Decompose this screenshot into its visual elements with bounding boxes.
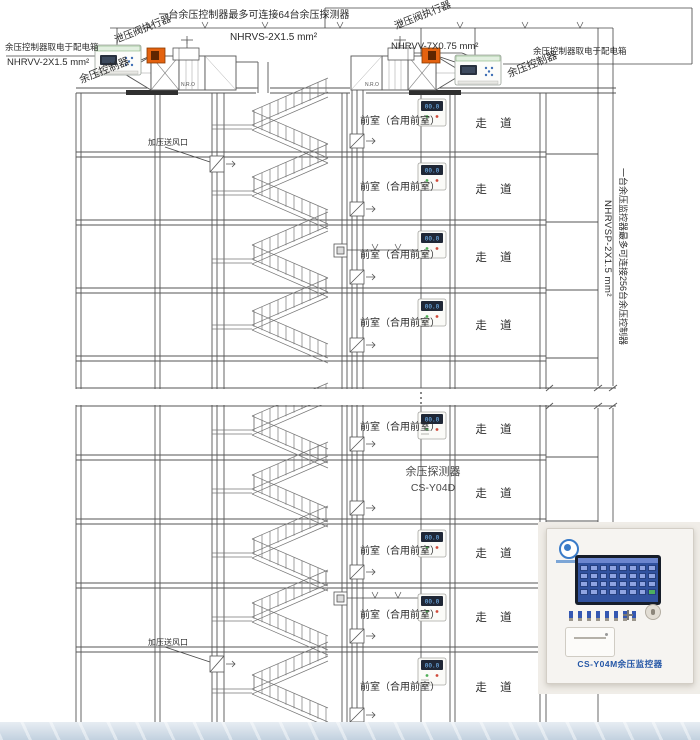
stair-vent-label-upper: 加压送风口 [148, 138, 188, 147]
corridor-label: 走 道 [475, 548, 517, 560]
riser-note-label: 一台余压监控器最多可连接256台余压控制器 [618, 168, 628, 346]
front-room-label: 前室（合用前室） [360, 318, 440, 329]
front-room-label: 前室（合用前室） [360, 682, 440, 693]
front-room-label: 前室（合用前室） [360, 422, 440, 433]
front-room-label: 前室（合用前室） [360, 116, 440, 127]
building-walls [75, 61, 547, 726]
stairwell-vents [209, 155, 225, 673]
front-room-label: 前室（合用前室） [360, 610, 440, 621]
riser-cable-label: NHRVSP-2X1.5 mm² [602, 200, 613, 298]
nro-right-label: N.R.O [365, 82, 379, 88]
left-power-cable-label: NHRVV-2X1.5 mm² [7, 57, 90, 68]
corridor-label: 走 道 [475, 320, 517, 332]
nro-left-label: N.R.O [181, 82, 195, 88]
corridor-label: 走 道 [475, 184, 517, 196]
note-max-64-detectors: 一台余压控制器最多可连接64台余压探测器 [158, 10, 350, 21]
bottom-photo-band [0, 722, 700, 740]
cabinet-lock-icon [645, 604, 661, 620]
corridor-label: 走 道 [475, 118, 517, 130]
right-cable-label: NHRVV-7X0.75 mm² [391, 41, 479, 52]
corridor-label: 走 道 [475, 682, 517, 694]
left-power-note: 余压控制器取电于配电箱 [5, 42, 99, 52]
front-room-label: 前室（合用前室） [360, 250, 440, 261]
monitor-screen [575, 555, 661, 605]
detector-callout-model: CS-Y04D [410, 482, 456, 494]
detector-callout-name: 余压探测器 [405, 466, 461, 478]
monitor-indicator-row [569, 611, 636, 621]
front-room-label: 前室（合用前室） [360, 546, 440, 557]
monitor-model-label: CS-Y04M余压监控器 [577, 659, 663, 669]
bus-cable-label: NHRVS-2X1.5 mm² [230, 32, 318, 43]
brand-logo-text [556, 560, 580, 563]
right-power-note: 余压控制器取电于配电箱 [533, 46, 627, 56]
floor-supply-vents [349, 133, 365, 723]
floor-slabs [76, 87, 616, 732]
stairwell-sensors [333, 243, 348, 606]
front-room-label: 前室（合用前室） [360, 182, 440, 193]
corridor-label: 走 道 [475, 252, 517, 264]
brand-logo-icon [559, 539, 579, 559]
corridor-label: 走 道 [475, 612, 517, 624]
stairwell-stairs [212, 77, 329, 728]
screen-channel-grid [578, 565, 658, 595]
stair-vent-label-lower: 加压送风口 [148, 638, 188, 647]
monitor-cabinet: CS-Y04M余压监控器 [546, 528, 694, 684]
section-break [70, 384, 620, 410]
cabinet-printer [565, 627, 615, 657]
right-controller-device [454, 54, 502, 86]
corridor-label: 走 道 [475, 424, 517, 436]
corridor-label: 走 道 [475, 488, 517, 500]
adjust-cross-icon [623, 610, 633, 620]
